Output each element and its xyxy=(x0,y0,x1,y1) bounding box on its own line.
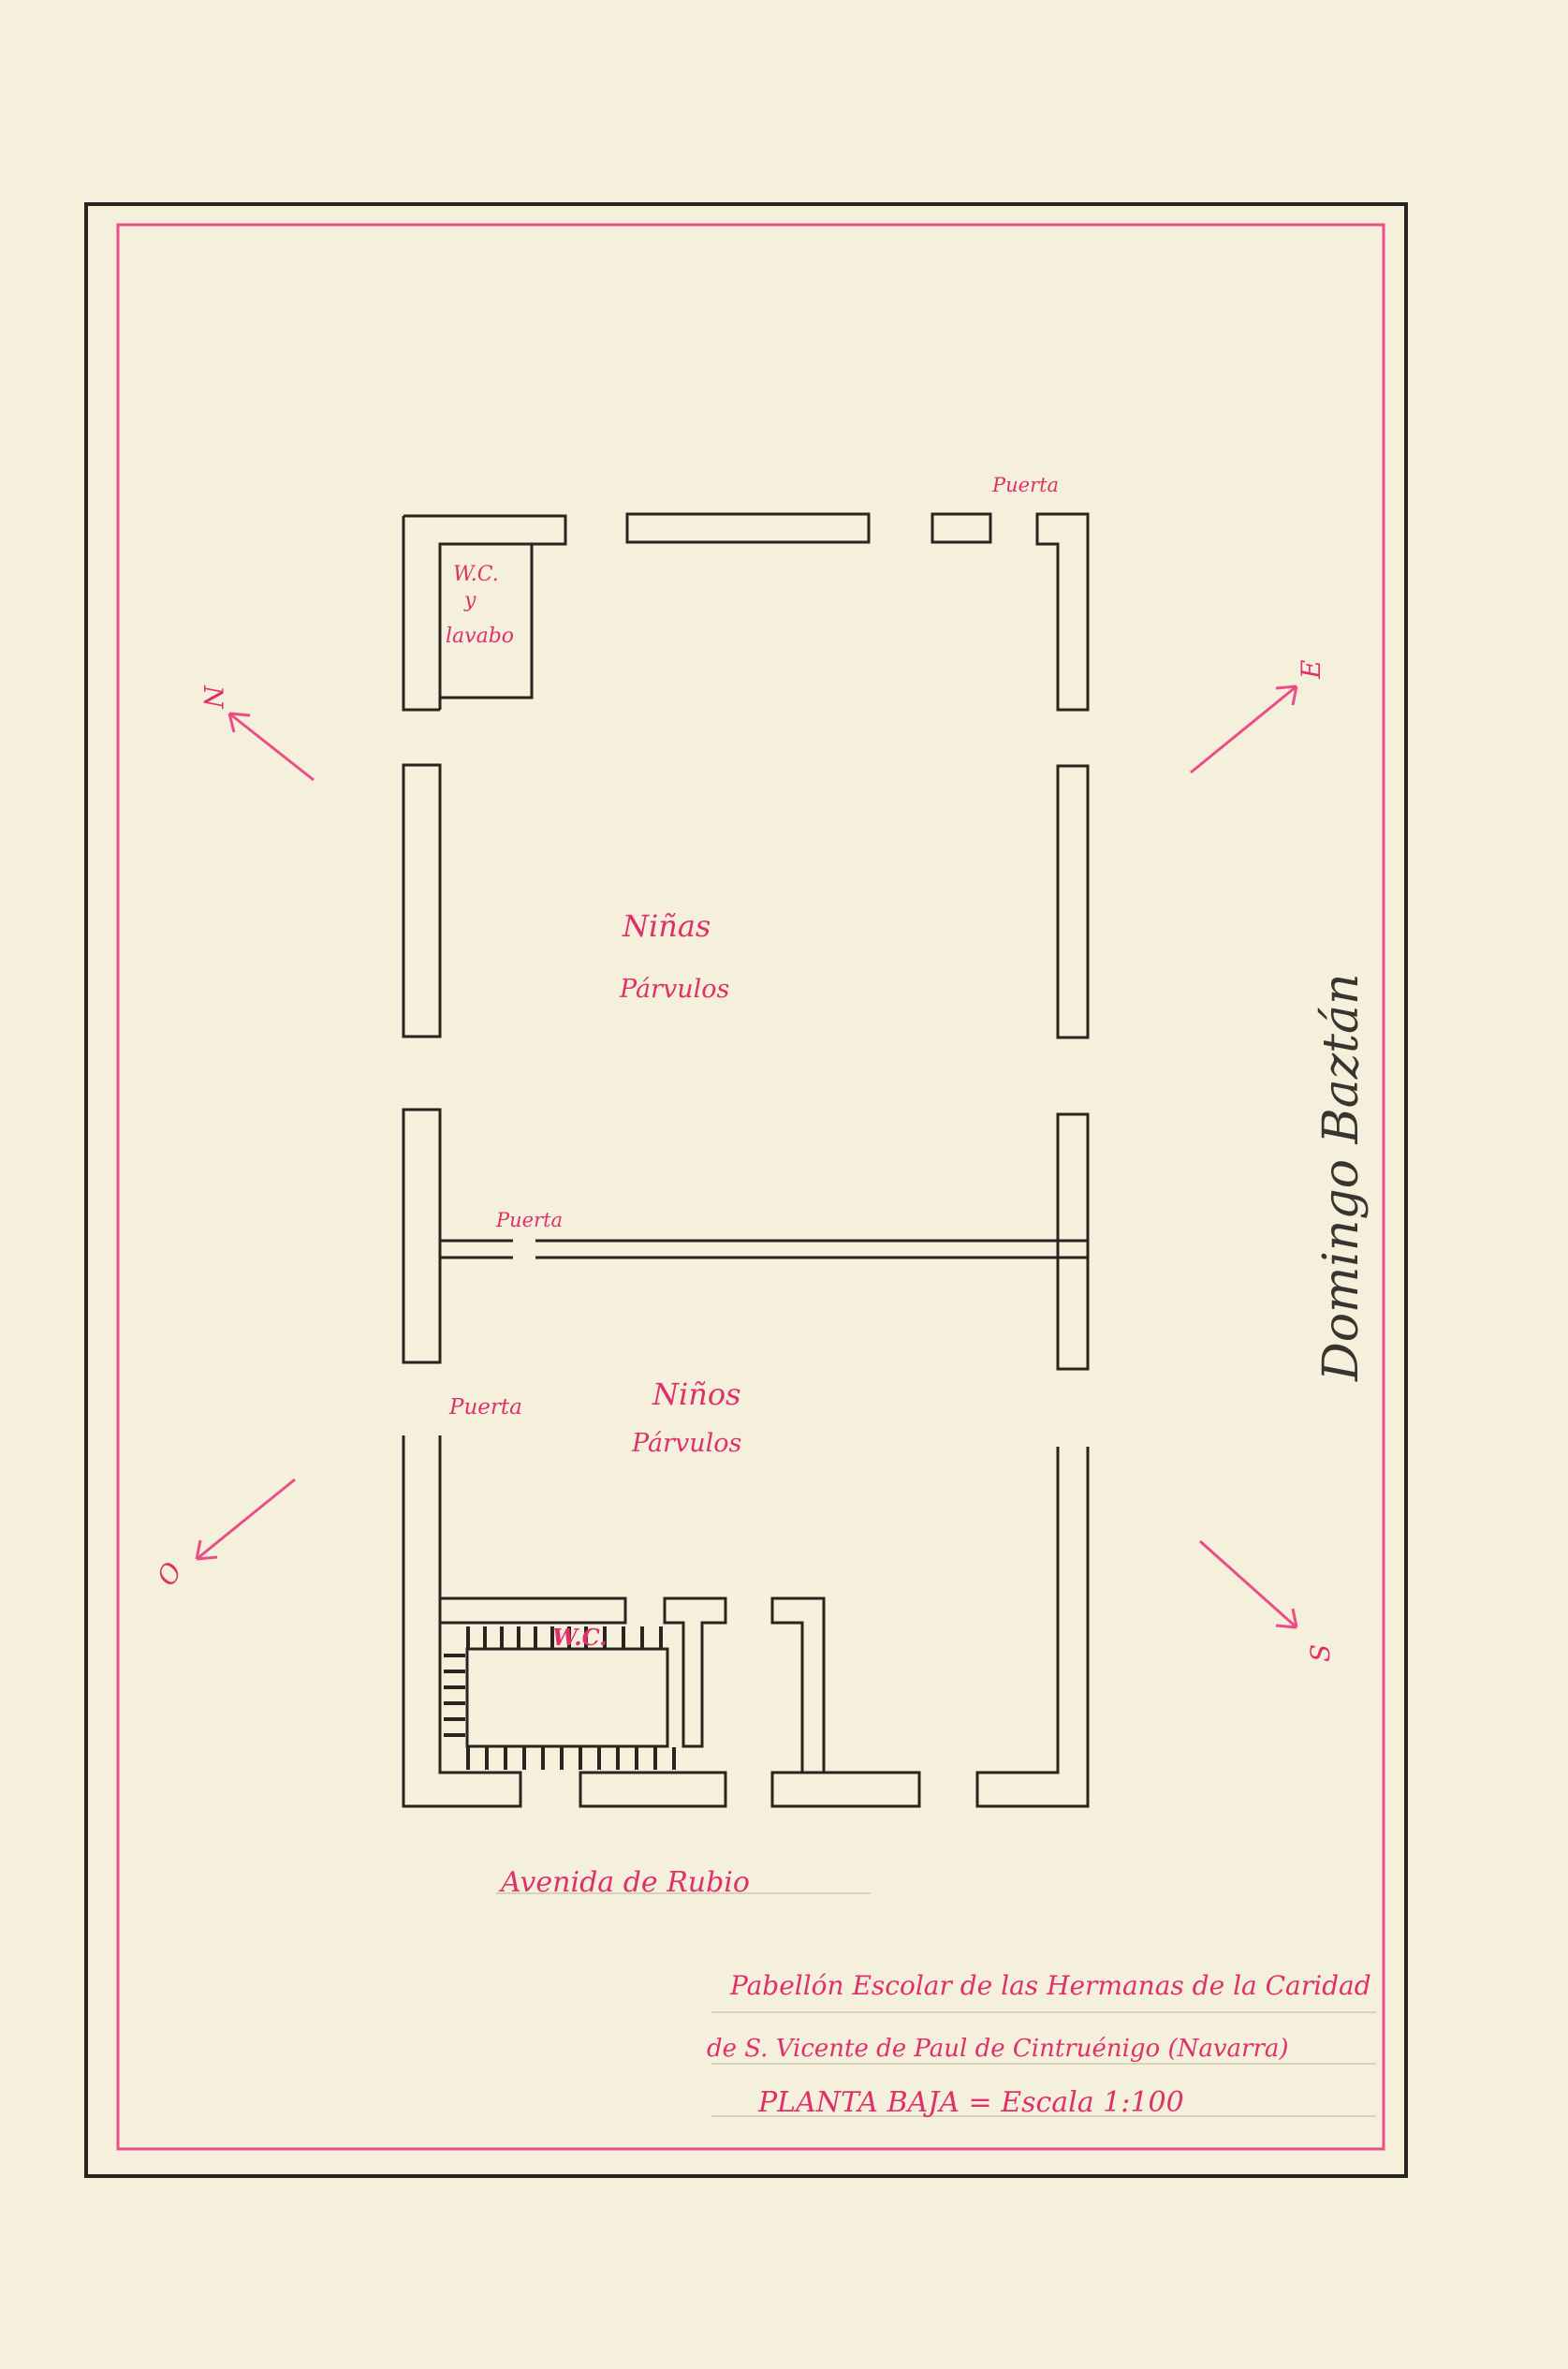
room-ninas-sub: Párvulos xyxy=(619,975,729,1004)
wc-top-label-y: y xyxy=(463,589,476,612)
wc-bottom-label: W.C. xyxy=(552,1624,608,1651)
title-line-3: PLANTA BAJA = Escala 1:100 xyxy=(757,2086,1184,2119)
wc-top-label: W.C. xyxy=(453,563,499,586)
north-label: N xyxy=(198,684,228,710)
compass xyxy=(195,684,1298,1629)
title-block: Pabellón Escolar de las Hermanas de la C… xyxy=(707,1970,1376,2119)
pink-border xyxy=(116,223,1385,2151)
door-middle-label: Puerta xyxy=(495,1209,563,1231)
door-left-label: Puerta xyxy=(448,1395,522,1420)
title-line-2: de S. Vicente de Paul de Cintruénigo (Na… xyxy=(707,2035,1289,2063)
outer-border xyxy=(84,202,1408,2178)
wc-hatching xyxy=(444,1626,676,1770)
south-arrow-icon xyxy=(1199,1539,1298,1629)
south-label: S xyxy=(1305,1644,1336,1662)
signature: Domingo Baztán xyxy=(1313,973,1370,1382)
room-ninas-label: Niñas xyxy=(622,908,711,944)
room-labels: W.C. y lavabo Niñas Párvulos Niños Párvu… xyxy=(446,474,1059,1651)
room-ninos-sub: Párvulos xyxy=(631,1429,741,1458)
west-arrow-icon xyxy=(195,1478,296,1561)
wc-top-label-lavabo: lavabo xyxy=(446,625,514,648)
building-walls xyxy=(402,512,1090,1808)
title-line-1: Pabellón Escolar de las Hermanas de la C… xyxy=(729,1970,1371,2001)
north-arrow-icon xyxy=(227,712,315,782)
east-arrow-icon xyxy=(1190,684,1298,774)
door-top-label: Puerta xyxy=(991,474,1059,496)
street-label: Avenida de Rubio xyxy=(498,1866,750,1899)
east-label: E xyxy=(1296,660,1326,680)
room-ninos-label: Niños xyxy=(652,1376,741,1412)
